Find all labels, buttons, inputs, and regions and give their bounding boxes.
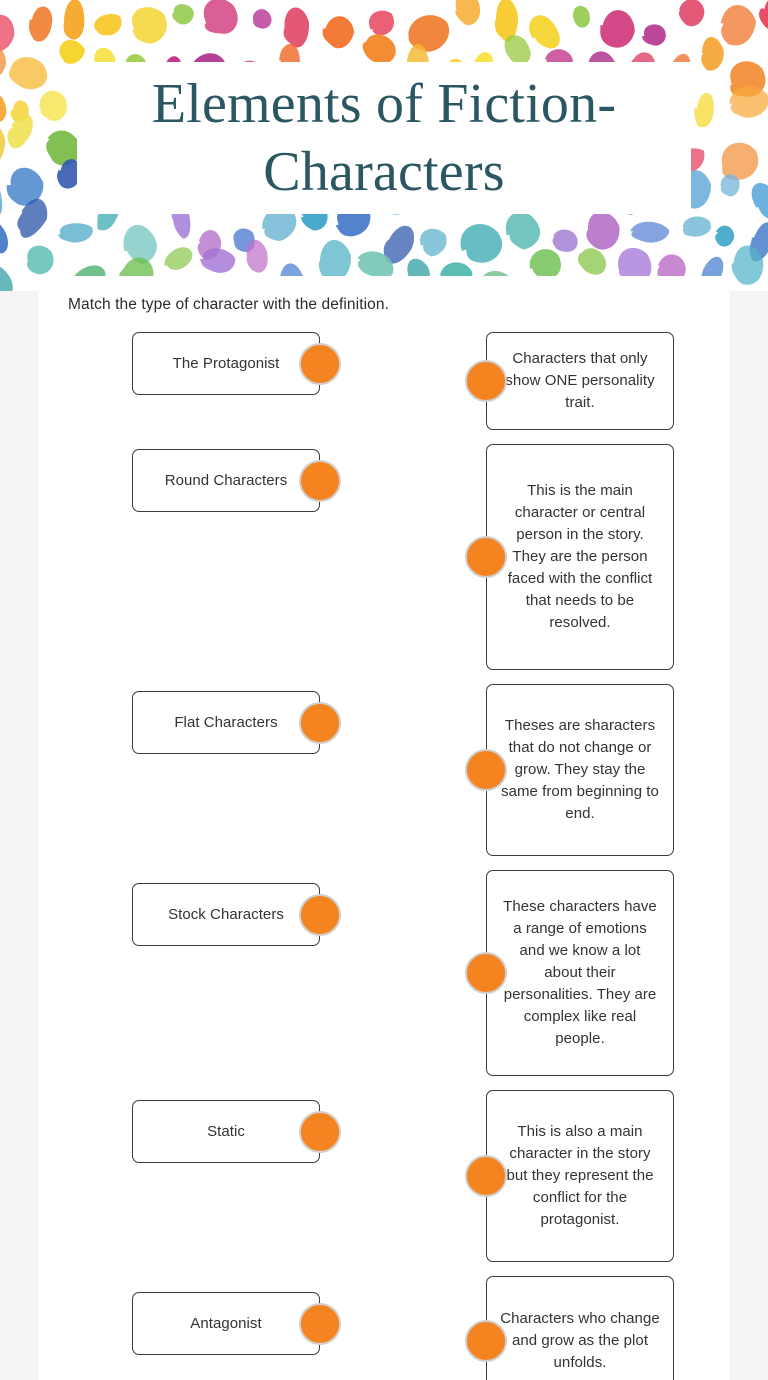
definition-label: These characters have a range of emotion… [503,897,657,1048]
character-type-label: Flat Characters [174,713,278,731]
match-dot-left[interactable] [299,893,341,936]
character-type-label: Stock Characters [168,905,284,923]
character-type-label: The Protagonist [172,354,280,372]
match-dot-left[interactable] [299,459,341,502]
character-type-card[interactable]: Flat Characters [132,691,320,754]
definition-label: Characters who change and grow as the pl… [500,1309,660,1372]
match-dot-right[interactable] [465,952,507,994]
definition-card[interactable]: Theses are sharacters that do not change… [486,684,674,856]
definition-label: Theses are sharacters that do not change… [501,716,659,823]
character-type-label: Round Characters [164,471,288,489]
definition-card[interactable]: This is also a main character in the sto… [486,1090,674,1262]
definition-card[interactable]: These characters have a range of emotion… [486,870,674,1076]
match-dot-right[interactable] [465,536,507,578]
character-type-label: Antagonist [190,1314,262,1332]
definition-label: This is the main character or central pe… [507,481,653,632]
match-dot-right[interactable] [465,1155,507,1197]
match-dot-left[interactable] [299,1302,341,1345]
match-dot-right[interactable] [465,1320,507,1362]
page-title: Elements of Fiction-Characters [151,72,617,203]
match-dot-right[interactable] [465,360,507,402]
match-dot-left[interactable] [299,701,341,744]
character-type-card[interactable]: Static [132,1100,320,1163]
character-type-card[interactable]: Stock Characters [132,883,320,946]
definition-label: Characters that only show ONE personalit… [505,349,655,412]
definition-label: This is also a main character in the sto… [506,1122,654,1229]
header-banner: Elements of Fiction-Characters [0,0,768,291]
match-dot-left[interactable] [299,1110,341,1153]
character-type-label: Static [207,1122,245,1140]
worksheet-panel: Match the type of character with the def… [38,276,730,1380]
definition-card[interactable]: This is the main character or central pe… [486,444,674,670]
character-type-card[interactable]: Antagonist [132,1292,320,1355]
title-card: Elements of Fiction-Characters [77,62,691,214]
match-dot-right[interactable] [465,749,507,791]
character-type-card[interactable]: Round Characters [132,449,320,512]
definition-card[interactable]: Characters who change and grow as the pl… [486,1276,674,1380]
match-dot-left[interactable] [299,342,341,385]
character-type-card[interactable]: The Protagonist [132,332,320,395]
instruction-text: Match the type of character with the def… [68,296,389,313]
definition-card[interactable]: Characters that only show ONE personalit… [486,332,674,430]
